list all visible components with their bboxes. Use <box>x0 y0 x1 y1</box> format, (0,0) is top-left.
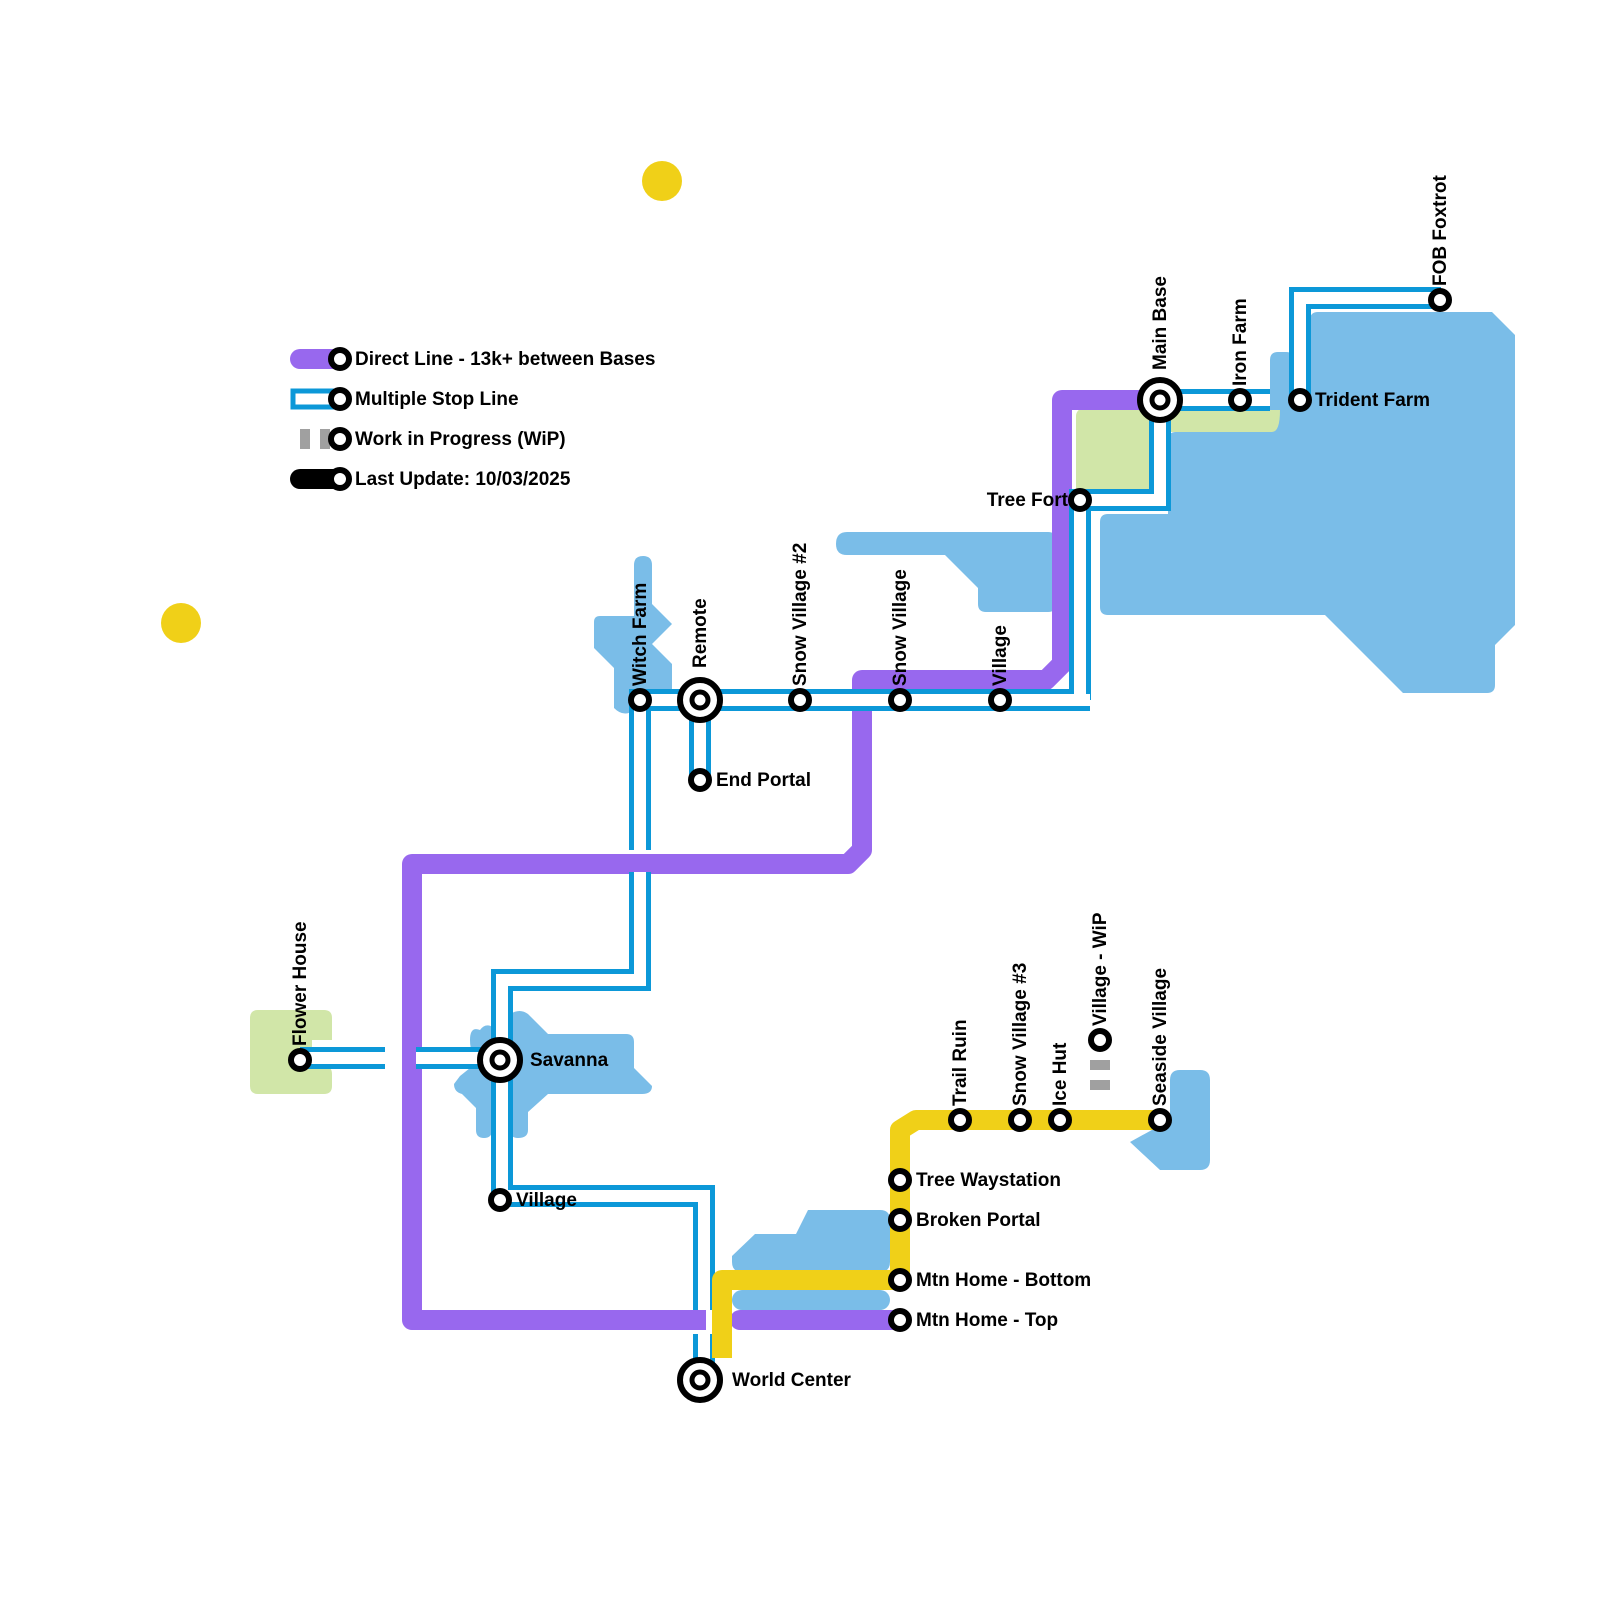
station-label: Flower House <box>290 921 311 1046</box>
wip-marker <box>1090 1060 1110 1090</box>
station-tree-waystation[interactable]: Tree Waystation <box>888 1168 1061 1192</box>
land-area-main-base-block <box>1076 408 1168 496</box>
station-label: Tree Waystation <box>916 1170 1061 1191</box>
decorative-dot <box>161 603 201 643</box>
station-label: Broken Portal <box>916 1210 1041 1231</box>
station-snow-village[interactable]: Snow Village <box>888 569 912 712</box>
station-label: Remote <box>690 598 711 668</box>
station-label: Mtn Home - Bottom <box>916 1270 1091 1291</box>
water-area-mountain-lower <box>732 1290 890 1310</box>
land-area-flower-house <box>250 1010 332 1094</box>
station-world-center[interactable]: World Center <box>677 1357 852 1403</box>
water-area-mountain-upper <box>732 1210 890 1272</box>
station-label: Main Base <box>1150 276 1171 370</box>
station-snow-village-2[interactable]: Snow Village #2 <box>788 543 812 712</box>
station-broken-portal[interactable]: Broken Portal <box>888 1208 1041 1232</box>
station-label: Village <box>516 1190 577 1211</box>
station-village-north[interactable]: Village <box>988 625 1012 712</box>
legend-label: Direct Line - 13k+ between Bases <box>355 349 655 370</box>
station-label: Village - WiP <box>1090 912 1111 1026</box>
water-area-north-bay <box>836 532 1056 612</box>
station-seaside-village[interactable]: Seaside Village <box>1148 968 1172 1132</box>
station-end-portal[interactable]: End Portal <box>688 768 811 792</box>
station-village-south[interactable]: Village <box>488 1188 577 1212</box>
station-trident-farm[interactable]: Trident Farm <box>1288 388 1430 412</box>
station-icon <box>328 347 352 371</box>
station-label: World Center <box>732 1370 852 1391</box>
station-label: Snow Village <box>890 569 911 686</box>
station-trail-ruin[interactable]: Trail Ruin <box>948 1019 972 1132</box>
station-label: Witch Farm <box>630 583 651 686</box>
station-label: Snow Village #2 <box>790 543 811 686</box>
station-main-base[interactable]: Main Base <box>1137 276 1183 423</box>
station-mtn-home-bottom[interactable]: Mtn Home - Bottom <box>888 1268 1091 1292</box>
station-tree-fort[interactable]: Tree Fort <box>987 488 1092 512</box>
water-area-northeast <box>1100 312 1515 693</box>
station-label: FOB Foxtrot <box>1430 175 1451 286</box>
decorative-dot <box>642 161 682 201</box>
station-label: Village <box>990 625 1011 686</box>
station-remote[interactable]: Remote <box>677 598 723 723</box>
station-flower-house[interactable]: Flower House <box>288 921 312 1072</box>
station-label: Trident Farm <box>1315 390 1430 411</box>
legend-label: Last Update: 10/03/2025 <box>355 469 571 490</box>
station-label: Mtn Home - Top <box>916 1310 1058 1331</box>
station-village-wip[interactable]: Village - WiP <box>1088 912 1112 1052</box>
station-label: Tree Fort <box>987 490 1069 511</box>
stations: Main Base Remote Savanna World Center Ir… <box>288 175 1452 1403</box>
legend-label: Multiple Stop Line <box>355 389 519 410</box>
station-icon <box>328 427 352 451</box>
water-area-witch-farm <box>594 556 672 714</box>
station-label: Seaside Village <box>1150 968 1171 1106</box>
legend-item-multi-stop-line: Multiple Stop Line <box>290 387 519 411</box>
legend-label: Work in Progress (WiP) <box>355 429 566 450</box>
station-savanna[interactable]: Savanna <box>477 1037 609 1083</box>
station-icon <box>328 467 352 491</box>
terrain-layer <box>250 312 1515 1310</box>
station-witch-farm[interactable]: Witch Farm <box>628 583 652 712</box>
station-label: Snow Village #3 <box>1010 963 1031 1106</box>
station-ice-hut[interactable]: Ice Hut <box>1048 1042 1072 1132</box>
station-fob-foxtrot[interactable]: FOB Foxtrot <box>1428 175 1452 312</box>
legend-item-direct-line: Direct Line - 13k+ between Bases <box>290 347 655 371</box>
station-label: Trail Ruin <box>950 1019 971 1106</box>
station-label: End Portal <box>716 770 811 791</box>
direct-line[interactable] <box>402 390 1160 1330</box>
station-label: Iron Farm <box>1230 298 1251 386</box>
station-snow-village-3[interactable]: Snow Village #3 <box>1008 963 1032 1132</box>
station-iron-farm[interactable]: Iron Farm <box>1228 298 1252 412</box>
station-label: Savanna <box>530 1050 609 1071</box>
legend-item-last-update: Last Update: 10/03/2025 <box>290 467 571 491</box>
station-label: Ice Hut <box>1050 1042 1071 1106</box>
legend: Direct Line - 13k+ between Bases Multipl… <box>290 347 655 491</box>
station-icon <box>328 387 352 411</box>
legend-item-wip: Work in Progress (WiP) <box>300 427 566 451</box>
direct-line-segment-main <box>402 390 1160 1330</box>
station-mtn-home-top[interactable]: Mtn Home - Top <box>888 1308 1058 1332</box>
